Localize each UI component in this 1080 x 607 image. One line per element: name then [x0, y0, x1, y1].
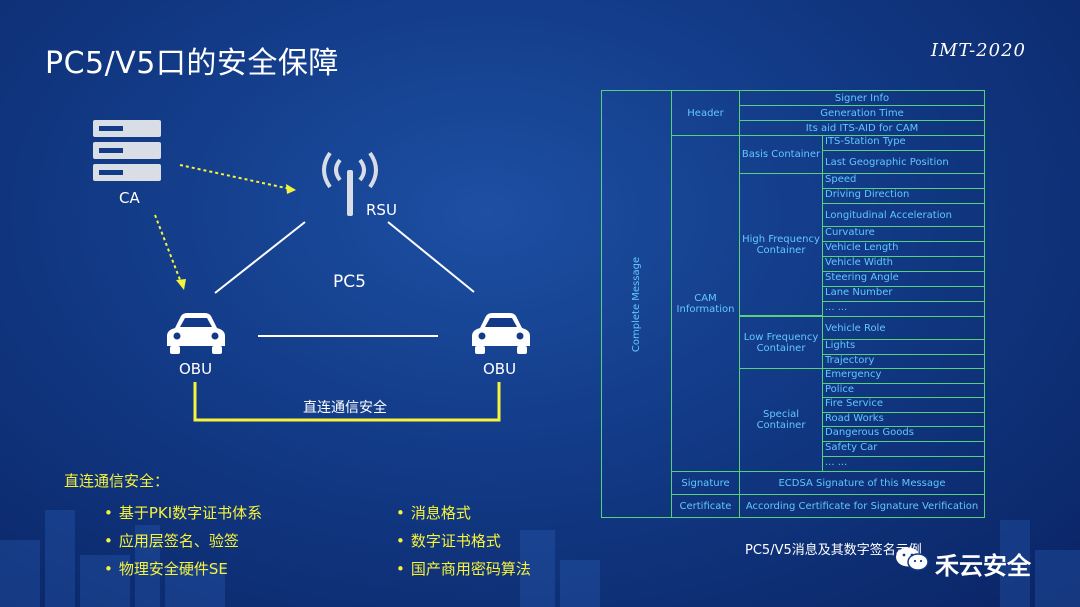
bullet-item: •数字证书格式 [396, 532, 501, 550]
server-icon [93, 120, 161, 181]
special-field: Road Works [822, 412, 985, 427]
cam-message-table: Complete Message Header Signer Info Gene… [601, 90, 985, 518]
low-frequency-container-cell: Low Frequency Container [739, 316, 823, 369]
ca-to-obu-arrow [154, 214, 183, 286]
certificate-value-cell: According Certificate for Signature Veri… [739, 494, 985, 518]
high-field: Speed [822, 173, 985, 189]
special-field: Safety Car [822, 441, 985, 457]
header-cell: Header [671, 90, 740, 136]
bullet-item: •应用层签名、验签 [104, 532, 239, 550]
certificate-cell: Certificate [671, 494, 740, 518]
bullets-left-list: •基于PKI数字证书体系 •应用层签名、验签 •物理安全硬件SE [104, 499, 262, 583]
rsu-to-obu-right-line [387, 221, 475, 293]
high-field: Curvature [822, 226, 985, 242]
direct-comm-label: 直连通信安全 [303, 400, 387, 416]
basis-field: Last Geographic Position [822, 150, 985, 174]
car-icon-right [472, 313, 530, 354]
bullet-item: •物理安全硬件SE [104, 560, 228, 578]
basis-field: ITS-Station Type [822, 135, 985, 151]
bullet-item: •消息格式 [396, 504, 471, 522]
high-field: ... ... [822, 301, 985, 317]
diagram-lines [154, 164, 501, 422]
table-caption: PC5/V5消息及其数字签名示例 [745, 543, 922, 558]
ca-label: CA [119, 189, 140, 207]
car-icon-left [167, 313, 225, 354]
bullets-heading: 直连通信安全： [64, 472, 170, 490]
special-field: Police [822, 383, 985, 398]
high-field: Driving Direction [822, 188, 985, 204]
imt2020-logo: IMT-2020 [930, 40, 1026, 61]
bullets-right-list: •消息格式 •数字证书格式 •国产商用密码算法 [396, 499, 531, 583]
cam-information-cell: CAM Information [671, 135, 740, 472]
rsu-label: RSU [366, 201, 397, 219]
antenna-icon [322, 151, 378, 216]
obu-left-label: OBU [179, 360, 213, 378]
special-field: ... ... [822, 456, 985, 472]
special-field: Dangerous Goods [822, 426, 985, 442]
complete-message-cell: Complete Message [601, 90, 672, 518]
signature-cell: Signature [671, 471, 740, 495]
direct-comm-bracket [193, 382, 501, 422]
city-skyline-background [0, 510, 1080, 607]
ca-to-rsu-arrow [179, 164, 296, 191]
low-field: Lights [822, 339, 985, 355]
special-field: Fire Service [822, 397, 985, 413]
bullet-item: •基于PKI数字证书体系 [104, 504, 263, 522]
high-frequency-container-cell: High Frequency Container [739, 173, 823, 316]
high-field: Lane Number [822, 286, 985, 302]
low-field: Trajectory [822, 354, 985, 369]
wechat-icon [896, 547, 929, 571]
rsu-to-obu-left-line [214, 221, 306, 294]
high-field: Longitudinal Acceleration [822, 203, 985, 227]
bullet-item: •国产商用密码算法 [396, 560, 531, 578]
header-field: Generation Time [739, 105, 985, 121]
high-field: Steering Angle [822, 271, 985, 287]
page-title: PC5/V5口的安全保障 [45, 46, 339, 81]
special-container-cell: Special Container [739, 368, 823, 472]
high-field: Vehicle Width [822, 256, 985, 272]
header-field: Signer Info [739, 90, 985, 106]
obu-right-label: OBU [483, 360, 517, 378]
low-field: Vehicle Role [822, 316, 985, 340]
high-field: Vehicle Length [822, 241, 985, 257]
header-field: Its aid ITS-AID for CAM [739, 120, 985, 136]
basis-container-cell: Basis Container [739, 135, 823, 174]
special-field: Emergency [822, 368, 985, 384]
brand-name: 禾云安全 [935, 552, 1031, 580]
pc5-label: PC5 [333, 272, 366, 292]
signature-value-cell: ECDSA Signature of this Message [739, 471, 985, 495]
